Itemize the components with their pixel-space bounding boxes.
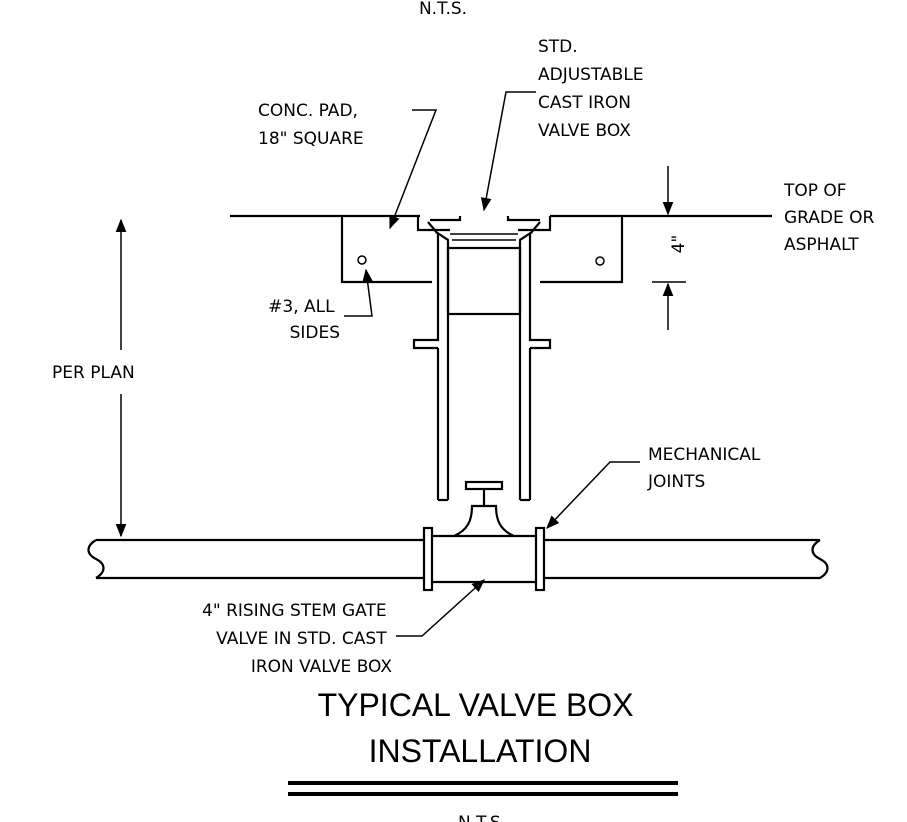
top-of-grade-note: TOP OF GRADE OR ASPHALT — [783, 181, 880, 255]
conc-pad-note: CONC. PAD, 18" SQUARE — [258, 101, 364, 149]
top-scale-note: N.T.S. — [419, 0, 467, 19]
per-plan-label: PER PLAN — [52, 363, 135, 383]
rebar-note: #3, ALL SIDES — [268, 297, 340, 343]
gate-valve-note: 4" RISING STEM GATE VALVE IN STD. CAST I… — [202, 601, 392, 677]
valve-box — [412, 216, 552, 502]
gate-valve-leader — [396, 579, 486, 637]
rebar-right — [595, 256, 605, 266]
gate-valve — [422, 480, 546, 592]
four-inch-dimension — [652, 166, 686, 330]
drawing-title: TYPICAL VALVE BOX INSTALLATION — [318, 687, 643, 769]
rebar-leader — [344, 268, 373, 317]
conc-pad-leader — [389, 109, 438, 230]
water-pipe — [87, 538, 829, 580]
valve-box-leader — [480, 91, 536, 212]
concrete-pad — [340, 216, 624, 284]
rebar-left — [357, 255, 367, 265]
bottom-scale-note: N.T.S. — [458, 813, 506, 822]
mech-joints-note: MECHANICAL JOINTS — [647, 445, 766, 492]
valve-box-note: STD. ADJUSTABLE CAST IRON VALVE BOX — [538, 37, 649, 141]
title-underline — [288, 781, 678, 796]
four-inch-label: 4" — [669, 235, 689, 254]
mech-joints-leader — [546, 461, 640, 529]
